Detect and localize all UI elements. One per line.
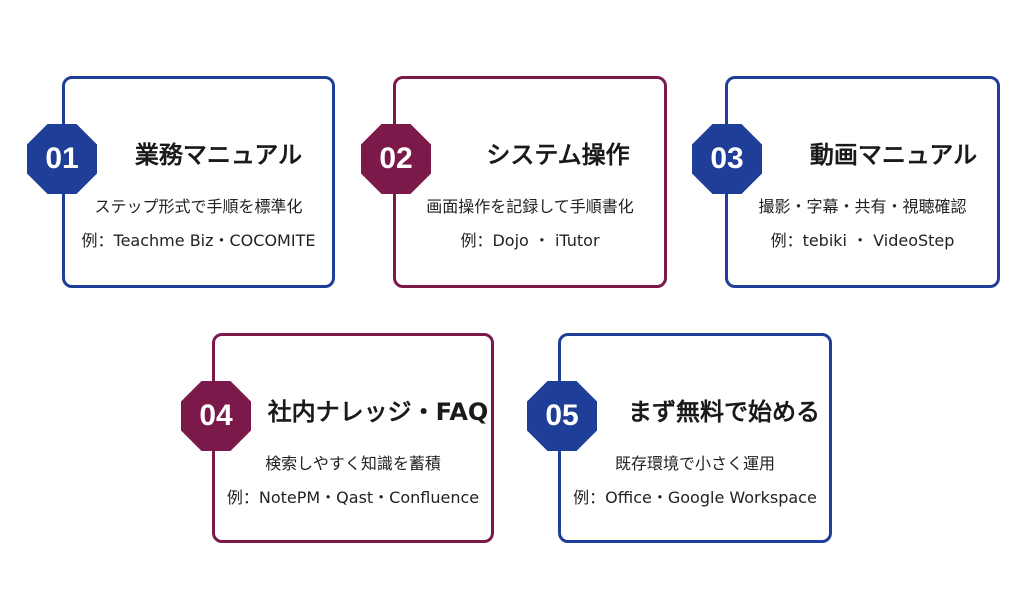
card-examples: 例：Teachme Biz・COCOMITE [81, 231, 316, 250]
card-title: 動画マニュアル [809, 141, 978, 169]
octagon-badge-02: 02 [361, 124, 431, 194]
card-system-operation: システム操作 画面操作を記録して手順書化 例：Dojo ・ iTutor [393, 76, 667, 288]
card-examples: 例：Office・Google Workspace [573, 488, 817, 507]
octagon-badge-04: 04 [181, 381, 251, 451]
card-description: ステップ形式で手順を標準化 [94, 197, 303, 216]
octagon-icon [27, 124, 97, 194]
octagon-icon [181, 381, 251, 451]
badge-number: 04 [199, 399, 233, 432]
card-description: 検索しやすく知識を蓄積 [265, 454, 441, 473]
badge-number: 01 [45, 142, 79, 175]
octagon-badge-01: 01 [27, 124, 97, 194]
card-internal-knowledge-faq: 社内ナレッジ・FAQ 検索しやすく知識を蓄積 例：NotePM・Qast・Con… [212, 333, 494, 543]
badge-number: 02 [379, 142, 413, 175]
badge-number: 03 [710, 142, 744, 175]
card-examples: 例：NotePM・Qast・Confluence [226, 488, 480, 507]
card-title: まず無料で始める [628, 398, 820, 426]
card-description: 画面操作を記録して手順書化 [426, 197, 634, 216]
octagon-icon [527, 381, 597, 451]
card-description: 既存環境で小さく運用 [614, 454, 775, 473]
octagon-icon [692, 124, 762, 194]
octagon-badge-03: 03 [692, 124, 762, 194]
card-title: システム操作 [486, 141, 630, 169]
card-examples: 例：tebiki ・ VideoStep [770, 231, 955, 250]
card-business-manual: 業務マニュアル ステップ形式で手順を標準化 例：Teachme Biz・COCO… [62, 76, 335, 288]
octagon-badge-05: 05 [527, 381, 597, 451]
octagon-icon [361, 124, 431, 194]
card-title: 社内ナレッジ・FAQ [267, 398, 489, 426]
card-description: 撮影・字幕・共有・視聴確認 [758, 197, 967, 216]
badge-number: 05 [545, 399, 579, 432]
card-examples: 例：Dojo ・ iTutor [460, 231, 600, 250]
card-start-free: まず無料で始める 既存環境で小さく運用 例：Office・Google Work… [558, 333, 832, 543]
card-title: 業務マニュアル [134, 141, 303, 169]
card-video-manual: 動画マニュアル 撮影・字幕・共有・視聴確認 例：tebiki ・ VideoSt… [725, 76, 1000, 288]
